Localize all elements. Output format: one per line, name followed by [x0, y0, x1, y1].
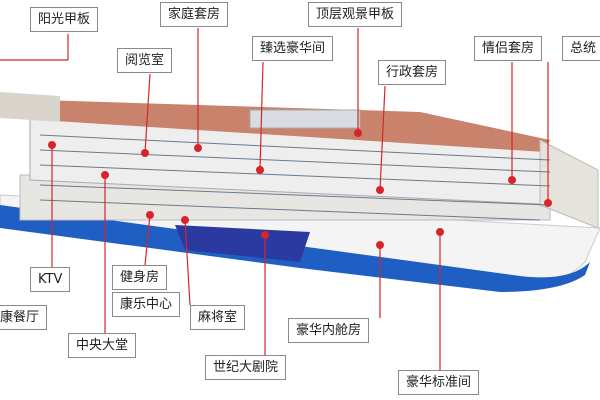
label-deluxe-inner: 豪华内舱房: [288, 318, 370, 343]
label-lobby: 中央大堂: [68, 333, 137, 358]
dot-lobby: [101, 171, 109, 179]
dot-executive-suite: [376, 186, 384, 194]
label-observation-deck: 顶层观景甲板: [308, 2, 403, 27]
label-executive-suite: 行政套房: [378, 60, 447, 85]
theater-area: [175, 225, 310, 262]
label-restaurant: 康餐厅: [0, 305, 48, 330]
dot-reading-room: [141, 149, 149, 157]
dot-mahjong: [181, 216, 189, 224]
front-deck: [0, 92, 60, 122]
dot-presidential: [544, 199, 552, 207]
label-recreation-center: 康乐中心: [112, 292, 181, 317]
label-ktv: KTV: [30, 267, 71, 292]
label-theater: 世纪大剧院: [205, 355, 287, 380]
dot-family-suite: [194, 144, 202, 152]
label-couple-suite: 情侣套房: [474, 36, 543, 61]
location-dots: [48, 129, 552, 249]
label-premium-deluxe: 臻选豪华间: [252, 36, 334, 61]
dot-premium-deluxe: [256, 166, 264, 174]
label-gym: 健身房: [112, 265, 168, 290]
dot-deluxe-standard: [436, 228, 444, 236]
dot-theater: [261, 231, 269, 239]
dot-ktv: [48, 141, 56, 149]
observation-roof: [249, 109, 361, 129]
leader-lines: [0, 28, 549, 370]
dot-couple-suite: [508, 176, 516, 184]
dot-gym: [146, 211, 154, 219]
label-family-suite: 家庭套房: [160, 2, 229, 27]
label-mahjong-room: 麻将室: [190, 305, 246, 330]
dot-observation-deck: [354, 129, 362, 137]
label-presidential: 总统: [562, 36, 600, 61]
window-rows: [39, 134, 551, 221]
label-sun-deck: 阳光甲板: [30, 7, 99, 32]
label-deluxe-standard: 豪华标准间: [398, 370, 480, 395]
bow-deck: [539, 139, 599, 229]
label-reading-room: 阅览室: [117, 48, 173, 73]
dot-deluxe-inner: [376, 241, 384, 249]
